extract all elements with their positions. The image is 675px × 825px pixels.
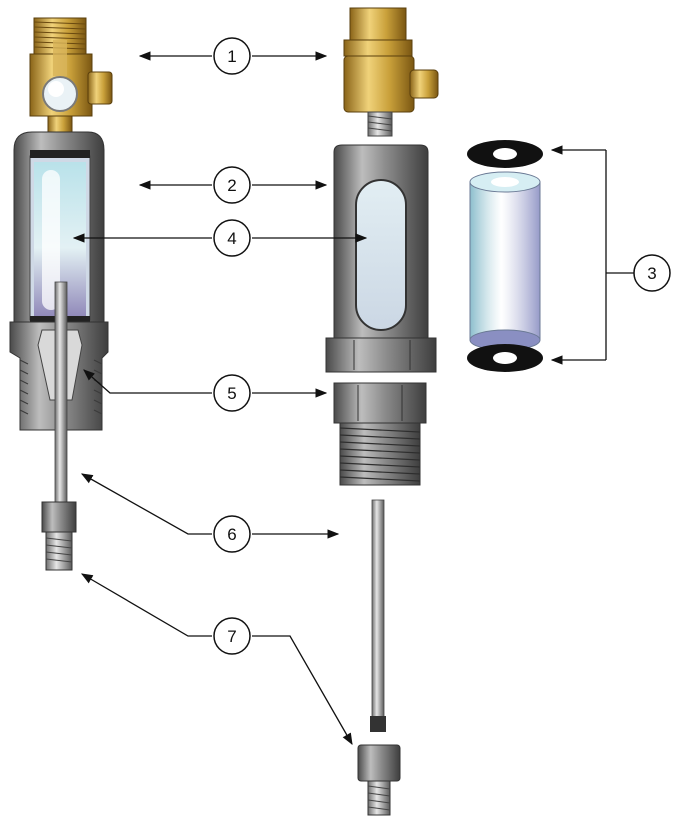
exploded-brass-valve xyxy=(343,7,439,137)
callout-leaders xyxy=(72,51,634,746)
callout-1: 1 xyxy=(213,37,251,75)
assembled-brass-valve xyxy=(29,17,113,133)
callout-4: 4 xyxy=(213,219,251,257)
callout-3: 3 xyxy=(633,254,671,292)
callout-6: 6 xyxy=(213,515,251,553)
glass-tube-assembly xyxy=(467,140,543,372)
callout-4-label: 4 xyxy=(227,229,236,248)
callout-2: 2 xyxy=(213,166,251,204)
exploded-steel-body xyxy=(325,144,437,373)
callout-7: 7 xyxy=(213,617,251,655)
assembled-drain-rod xyxy=(41,281,77,571)
callout-1-label: 1 xyxy=(227,47,236,66)
exploded-parts xyxy=(325,7,439,816)
callout-3-label: 3 xyxy=(647,264,656,283)
assembled-gauge-cutaway xyxy=(9,17,113,571)
callout-6-label: 6 xyxy=(227,525,236,544)
exploded-threaded-nut xyxy=(333,382,427,486)
callout-5: 5 xyxy=(213,374,251,412)
callout-2-label: 2 xyxy=(227,176,236,195)
exploded-drain-rod xyxy=(370,499,386,732)
callout-7-label: 7 xyxy=(227,627,236,646)
glass-tube xyxy=(469,181,541,341)
callout-5-label: 5 xyxy=(227,384,236,403)
exploded-bottom-fitting xyxy=(357,744,401,816)
